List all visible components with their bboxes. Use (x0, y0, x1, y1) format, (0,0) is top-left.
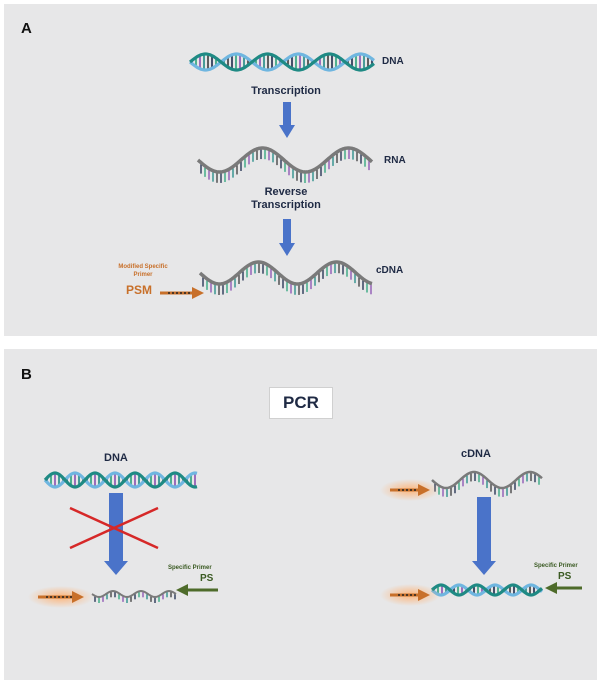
amplified-helix (430, 583, 544, 597)
right-primer-reverse (545, 582, 582, 594)
left-primer-reverse (176, 584, 218, 596)
dna-helix-b (43, 471, 198, 489)
cdna-strand-b (431, 470, 543, 497)
dna-label: DNA (382, 56, 404, 67)
cdna-strand-b-backbone (431, 470, 543, 490)
right-primer-reverse-head (545, 582, 557, 594)
cdna-label: cDNA (376, 265, 404, 276)
dna-helix-b-strand-1 (43, 471, 198, 489)
pcr-left-arrow (104, 493, 128, 575)
left-primer-reverse-head (176, 584, 188, 596)
psm-primer-arrow-head (192, 287, 204, 299)
right-primer-forward (380, 584, 440, 606)
reverse-label-line1: Reverse (264, 186, 308, 198)
reverse-label-line2: Transcription (251, 199, 321, 211)
primer-caption-line2: Primer (133, 272, 153, 278)
panel-b-letter: B (21, 366, 32, 383)
left-dna-label: DNA (104, 452, 128, 464)
dna-helix-b-strand-2 (43, 471, 198, 489)
pcr-label: PCR (269, 387, 333, 419)
pcr-right-arrow (472, 497, 496, 575)
rna-strand-backbone (196, 146, 374, 174)
reverse-transcription-arrow (279, 219, 295, 256)
left-product-strand-backbone (91, 589, 177, 599)
psm-primer-arrow (160, 287, 204, 299)
dna-helix-a (188, 52, 375, 72)
right-primer-top-head (418, 484, 430, 496)
panel-a-letter: A (21, 20, 32, 37)
left-specific-primer-caption: Specific Primer (168, 565, 212, 571)
amplified-helix-strand-2 (430, 583, 544, 597)
left-primer-forward-head (72, 591, 84, 603)
cdna-strand-a-backbone (198, 260, 373, 286)
right-cdna-label: cDNA (461, 448, 491, 460)
transcription-label: Transcription (251, 85, 321, 97)
psm-label: PSM (126, 283, 153, 297)
right-primer-forward-head (418, 589, 430, 601)
left-ps-label: PS (200, 573, 214, 584)
dna-helix-a-strand-2 (188, 52, 375, 72)
no-amplification-cross (69, 506, 159, 550)
reverse-transcription-label: Reverse Transcription (226, 186, 346, 212)
modified-primer-caption: Modified Specific Primer (98, 263, 188, 279)
right-primer-top (380, 479, 440, 501)
left-product-strand (91, 589, 177, 603)
right-ps-label: PS (558, 571, 572, 582)
primer-caption-line1: Modified Specific (118, 264, 168, 270)
rna-strand (196, 146, 374, 183)
left-primer-forward (28, 586, 94, 608)
cross-line-2 (69, 506, 159, 550)
rna-label: RNA (384, 155, 406, 166)
transcription-arrow (279, 102, 295, 138)
cdna-strand-a (198, 260, 373, 295)
right-specific-primer-caption: Specific Primer (534, 563, 578, 569)
